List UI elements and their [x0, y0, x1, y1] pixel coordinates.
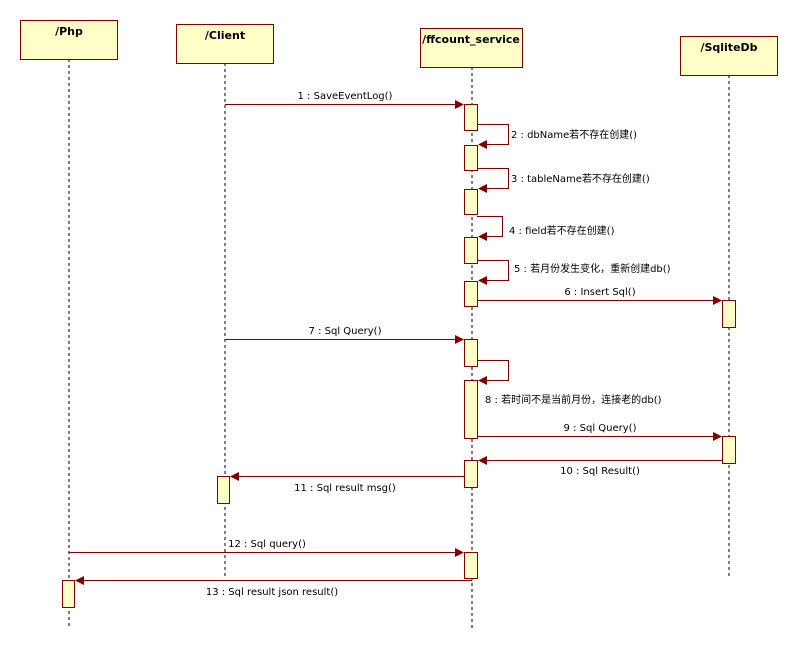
participant-client[interactable]: /Client: [176, 24, 274, 64]
message-5: 5 : 若月份发生变化，重新创建db(): [477, 260, 671, 285]
message-4: 4 : field若不存在创建(): [477, 216, 615, 241]
activation-bar: [464, 460, 478, 488]
message-7: 7 : Sql Query(): [225, 326, 464, 344]
activation-bar: [464, 237, 478, 264]
activation-bar: [62, 580, 75, 608]
message-label: 5 : 若月份发生变化，重新创建db(): [514, 262, 671, 275]
activation-bar: [722, 300, 736, 328]
participant-sqlitedb[interactable]: /SqliteDb: [680, 36, 778, 76]
message-label: 12 : Sql query(): [228, 539, 306, 550]
participant-label: /Php: [55, 25, 83, 38]
message-label: 2 : dbName若不存在创建(): [511, 128, 637, 141]
message-label: 9 : Sql Query(): [564, 423, 637, 434]
message-12: 12 : Sql query(): [69, 539, 464, 557]
activation-bar: [464, 189, 478, 215]
message-label: 4 : field若不存在创建(): [509, 224, 615, 237]
activation-bar: [464, 145, 478, 171]
activation-bar: [464, 339, 478, 367]
message-11: 11 : Sql result msg(): [230, 472, 464, 494]
message-label: 10 : Sql Result(): [560, 466, 640, 477]
participant-service[interactable]: /ffcount_service: [420, 28, 523, 68]
message-9: 9 : Sql Query(): [477, 423, 722, 441]
message-label: 11 : Sql result msg(): [294, 483, 396, 494]
message-label: 7 : Sql Query(): [309, 326, 382, 337]
message-label: 8 : 若时间不是当前月份，连接老的db(): [485, 393, 662, 406]
participant-label: /Client: [205, 29, 245, 42]
activation-bar: [464, 104, 478, 131]
message-10: 10 : Sql Result(): [478, 456, 722, 477]
message-8: 8 : 若时间不是当前月份，连接老的db(): [477, 360, 662, 406]
message-label: 6 : Insert Sql(): [564, 287, 635, 298]
message-6: 6 : Insert Sql(): [477, 287, 722, 305]
activation-bar: [464, 281, 478, 307]
message-3: 3 : tableName若不存在创建(): [477, 168, 650, 193]
participant-label: /ffcount_service: [422, 33, 520, 46]
activation-bar: [217, 476, 230, 504]
message-13: 13 : Sql result json result(): [75, 576, 472, 598]
activation-bar: [722, 436, 736, 464]
message-label: 13 : Sql result json result(): [206, 587, 338, 598]
participant-label: /SqliteDb: [700, 41, 757, 54]
message-label: 1 : SaveEventLog(): [298, 91, 393, 102]
participant-php[interactable]: /Php: [20, 20, 118, 60]
activation-bar: [464, 380, 478, 439]
message-2: 2 : dbName若不存在创建(): [477, 124, 637, 149]
activation-bar: [464, 552, 478, 579]
message-label: 3 : tableName若不存在创建(): [511, 172, 650, 185]
message-1: 1 : SaveEventLog(): [225, 91, 464, 109]
